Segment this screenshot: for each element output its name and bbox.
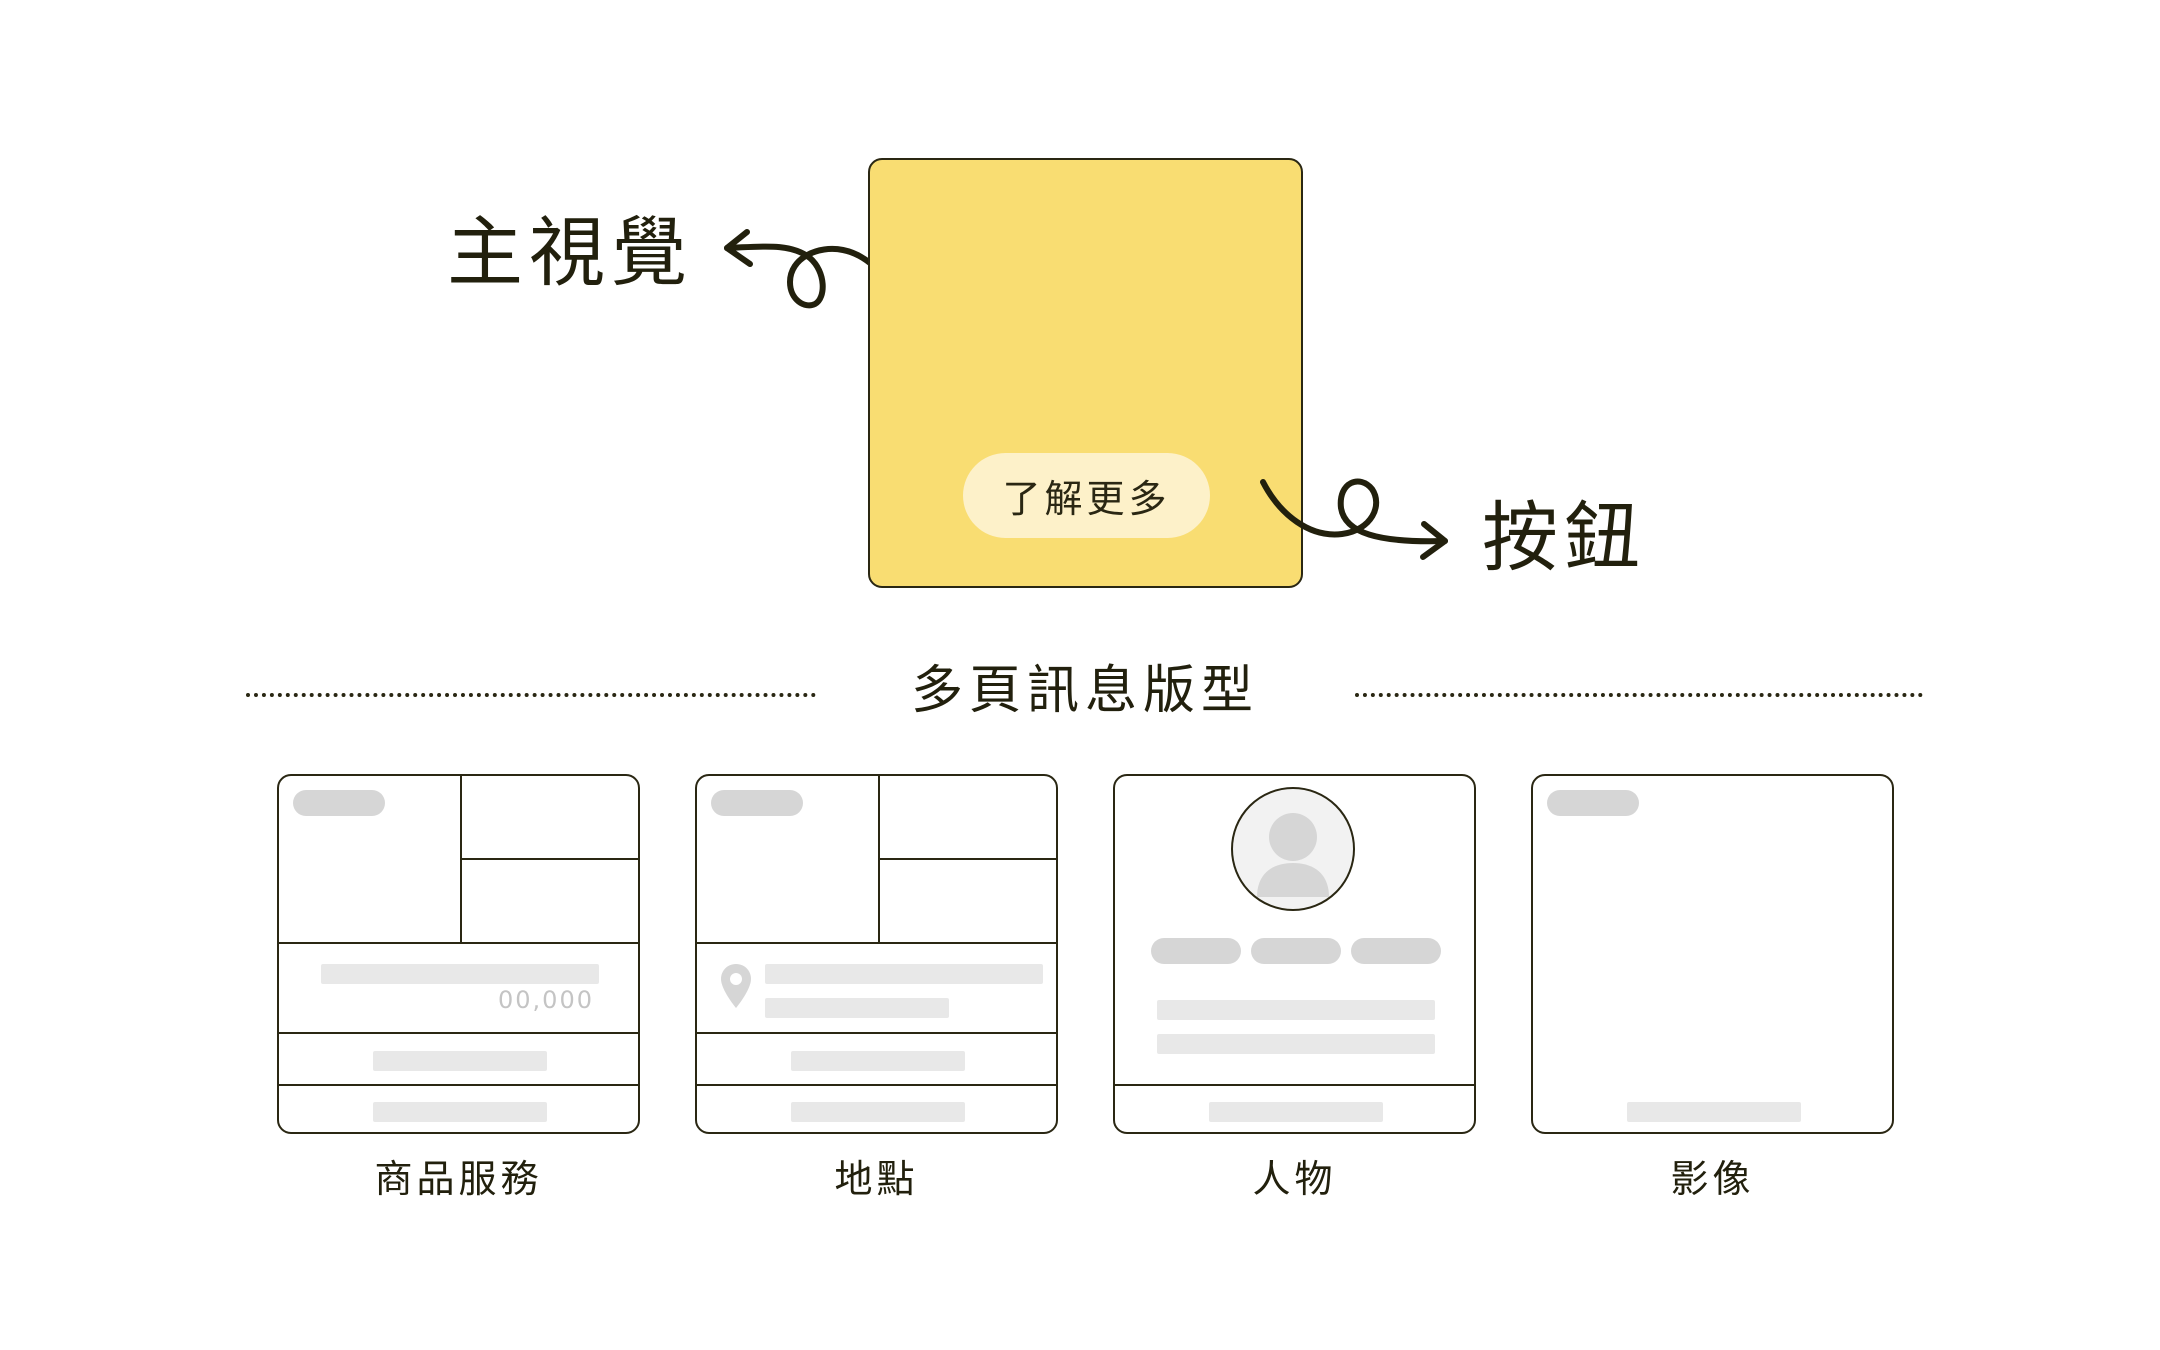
text-placeholder [765,998,949,1018]
section-divider [279,1032,638,1034]
text-placeholder [321,964,599,984]
grid-divider [878,858,1056,860]
main-visual-card: 了解更多 [868,158,1303,588]
map-pin-icon [721,964,751,1008]
price-placeholder: 00,000 [498,986,594,1014]
grid-divider [460,858,638,860]
section-divider [697,1032,1056,1034]
tag-placeholder [1547,790,1639,816]
section-divider [1115,1084,1474,1086]
dotted-divider-right [1355,693,1923,697]
grid-divider [878,776,880,944]
button-placeholder [1209,1102,1383,1122]
tag-placeholder [1351,938,1441,964]
template-image [1531,774,1894,1134]
tag-placeholder [293,790,385,816]
tag-placeholder [711,790,803,816]
button-placeholder [791,1102,965,1122]
text-placeholder [765,964,1043,984]
section-title: 多頁訊息版型 [910,661,1259,721]
tag-placeholder [1151,938,1241,964]
grid-divider [460,776,462,944]
template-label-location: 地點 [834,1157,919,1201]
person-avatar-icon [1231,787,1355,911]
dotted-divider-left [246,693,816,697]
learn-more-button[interactable]: 了解更多 [963,453,1210,538]
text-placeholder [1157,1034,1435,1054]
button-placeholder [1627,1102,1801,1122]
section-divider [697,942,1056,944]
section-divider [279,1084,638,1086]
button-placeholder [791,1051,965,1071]
section-divider [697,1084,1056,1086]
button-label: 按鈕 [1482,493,1646,582]
template-location [695,774,1058,1134]
text-placeholder [1157,1000,1435,1020]
main-visual-label: 主視覺 [447,208,693,297]
button-placeholder [373,1102,547,1122]
tag-placeholder [1251,938,1341,964]
template-label-product-service: 商品服務 [374,1157,543,1201]
template-label-person: 人物 [1252,1157,1337,1201]
template-product-service: 00,000 [277,774,640,1134]
button-placeholder [373,1051,547,1071]
template-label-image: 影像 [1670,1157,1755,1201]
section-divider [279,942,638,944]
template-person [1113,774,1476,1134]
